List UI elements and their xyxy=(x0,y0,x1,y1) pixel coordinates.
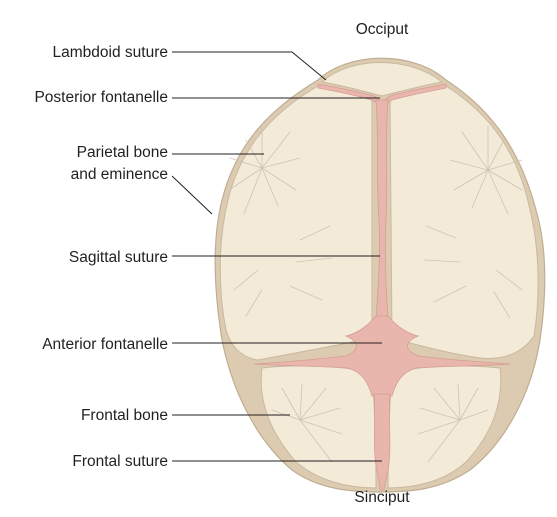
label-parietal-bone: Parietal bone xyxy=(77,144,168,161)
label-parietal-eminence: and eminence xyxy=(71,166,168,183)
ossification-rays xyxy=(229,123,523,463)
label-sinciput: Sinciput xyxy=(354,489,410,506)
leader-lambdoid-suture xyxy=(172,51,327,81)
label-occiput: Occiput xyxy=(356,21,409,38)
occipital-bone xyxy=(320,62,444,97)
frontal-suture xyxy=(373,393,391,491)
right-parietal-bone xyxy=(389,85,539,359)
anterior-fontanelle xyxy=(253,315,511,397)
label-sagittal-suture: Sagittal suture xyxy=(69,249,168,266)
right-frontal-bone xyxy=(387,365,502,489)
left-parietal-bone xyxy=(219,85,373,361)
label-anterior-fontanelle: Anterior fontanelle xyxy=(42,336,168,353)
leader-parietal-eminence xyxy=(171,175,213,215)
label-lambdoid-suture: Lambdoid suture xyxy=(53,44,168,61)
label-frontal-suture: Frontal suture xyxy=(72,453,168,470)
label-posterior-fontanelle: Posterior fontanelle xyxy=(34,89,168,106)
left-frontal-bone xyxy=(260,365,377,489)
lambdoid-suture xyxy=(317,83,447,107)
label-frontal-bone: Frontal bone xyxy=(81,407,168,424)
